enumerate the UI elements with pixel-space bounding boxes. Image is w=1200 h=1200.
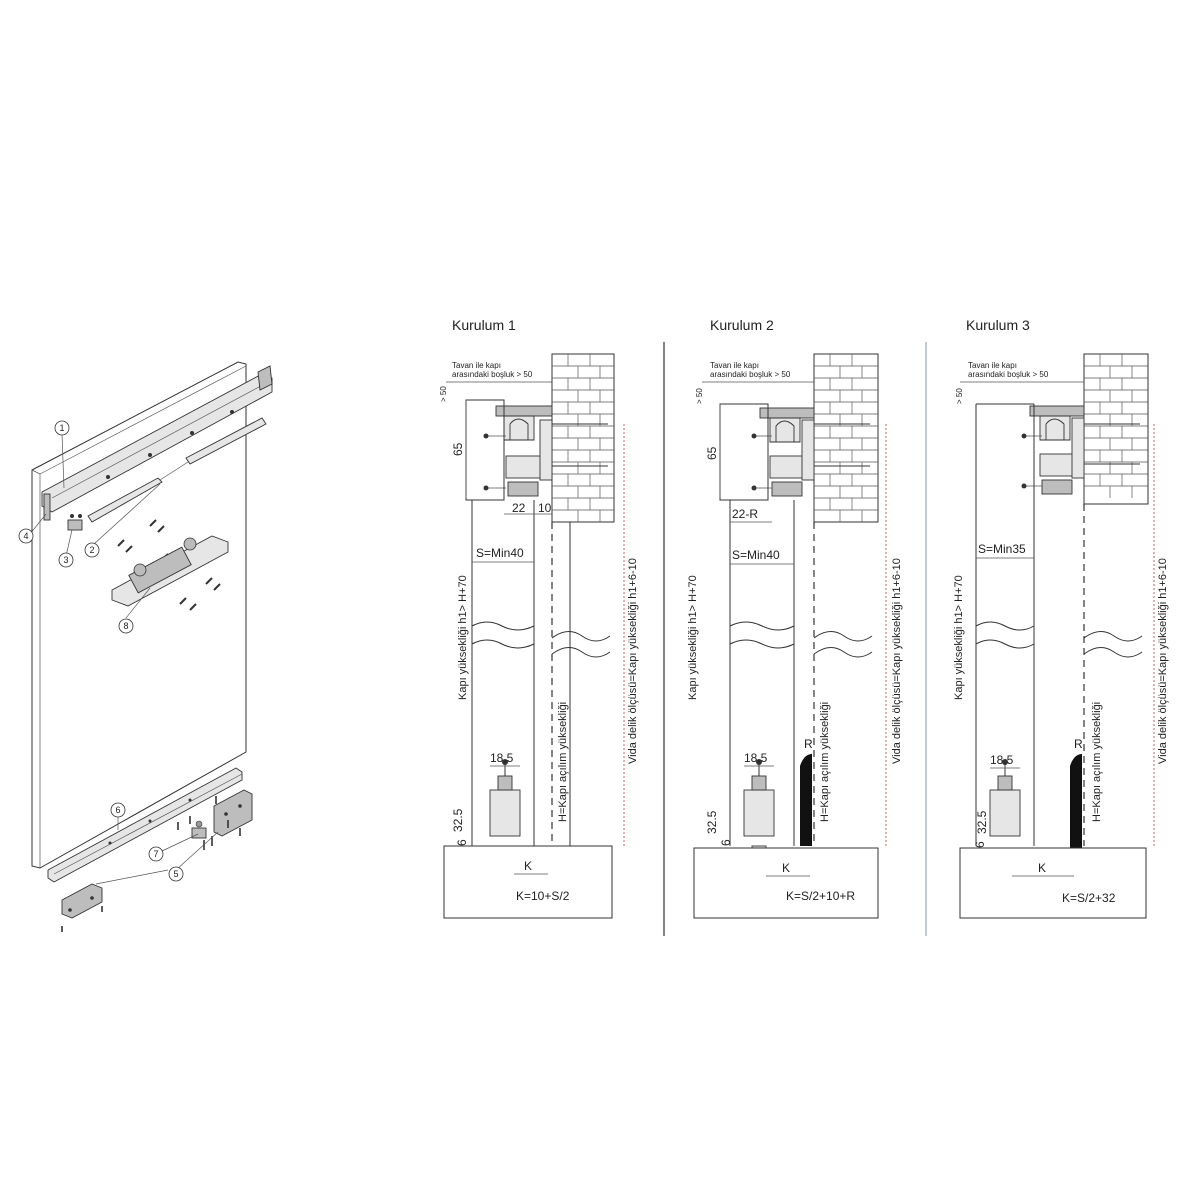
r-label: R <box>1074 737 1083 751</box>
dim-6: 6 <box>455 839 469 846</box>
dim-top-b: 10 <box>538 501 552 515</box>
dim-18-5: 18.5 <box>490 751 514 765</box>
r-label: R <box>804 737 813 751</box>
svg-text:2: 2 <box>89 545 94 555</box>
svg-text:4: 4 <box>23 531 28 541</box>
ceiling-note-line2: arasındaki boşluk > 50 <box>968 370 1049 379</box>
gap-label: > 50 <box>439 386 448 402</box>
dim-18-5: 18.5 <box>744 751 768 765</box>
gap-label: > 50 <box>695 388 704 404</box>
brick-wall <box>551 353 615 523</box>
roller-unit <box>111 535 229 607</box>
svg-text:5: 5 <box>173 869 178 879</box>
panel-title: Kurulum 1 <box>452 317 516 333</box>
ceiling-note-line1: Tavan ile kapı <box>710 361 759 370</box>
gap-label: > 50 <box>955 388 964 404</box>
k-label: K <box>1038 861 1046 875</box>
callout-3: 3 <box>58 552 74 568</box>
callout-7: 7 <box>148 846 164 862</box>
ceiling-note-line2: arasındaki boşluk > 50 <box>452 370 533 379</box>
exploded-door-view: 1 2 3 4 5 6 7 8 <box>18 361 273 932</box>
dim-65: 65 <box>451 442 465 456</box>
k-label: K <box>782 861 790 875</box>
callout-6: 6 <box>110 802 126 818</box>
dim-32-5: 32.5 <box>451 808 465 832</box>
r-seal-strip <box>800 754 812 846</box>
opening-label: H=Kapı açılım yüksekliği <box>557 702 569 822</box>
screw-label: Vida delik ölçüsü=Kapı yüksekliği h1+6-1… <box>1157 558 1169 764</box>
callout-1: 1 <box>54 420 70 436</box>
callout-8: 8 <box>118 618 134 634</box>
ceiling-note-line1: Tavan ile kapı <box>452 361 501 370</box>
top-hardware <box>483 405 608 497</box>
floor-guide-rail <box>47 767 243 883</box>
dim-top-a: 22-R <box>732 507 758 521</box>
screw-label: Vida delik ölçüsü=Kapı yüksekliği h1+6-1… <box>627 558 639 764</box>
dim-6: 6 <box>719 839 733 846</box>
callout-4: 4 <box>18 528 34 544</box>
callout-2: 2 <box>84 542 100 558</box>
svg-text:6: 6 <box>115 805 120 815</box>
dim-18-5: 18.5 <box>990 753 1014 767</box>
callout-5: 5 <box>168 866 184 882</box>
screw-label: Vida delik ölçüsü=Kapı yüksekliği h1+6-1… <box>891 558 903 764</box>
callout-leaders <box>29 433 219 885</box>
opening-label: H=Kapı açılım yüksekliği <box>819 702 831 822</box>
panel-kurulum-2: Kurulum 2 Tavan ile kapı arasındaki boşl… <box>687 317 903 919</box>
panel-kurulum-1: Kurulum 1 Tavan ile kapı arasındaki boşl… <box>439 317 639 919</box>
brick-wall <box>1083 353 1149 505</box>
s-label: S=Min40 <box>476 546 524 560</box>
svg-text:3: 3 <box>63 555 68 565</box>
formula: K=S/2+32 <box>1062 891 1116 905</box>
k-label: K <box>524 859 532 873</box>
panel-kurulum-3: Kurulum 3 Tavan ile kapı arasındaki boşl… <box>953 317 1169 919</box>
floor-guide-front <box>61 883 103 919</box>
panel-title: Kurulum 3 <box>966 317 1030 333</box>
ceiling-note-line2: arasındaki boşluk > 50 <box>710 370 791 379</box>
dim-65: 65 <box>705 446 719 460</box>
floor <box>443 845 613 919</box>
brick-wall <box>813 353 879 523</box>
s-label: S=Min35 <box>978 542 1026 556</box>
floor-stopper <box>191 820 207 839</box>
dim-top-a: 22 <box>512 501 526 515</box>
formula: K=10+S/2 <box>516 889 570 903</box>
door-height-label: Kapı yüksekliği h1> H+70 <box>687 575 699 700</box>
dim-32-5: 32.5 <box>705 810 719 834</box>
dim-6: 6 <box>973 841 987 848</box>
s-label: S=Min40 <box>732 548 780 562</box>
svg-text:7: 7 <box>153 849 158 859</box>
panel-title: Kurulum 2 <box>710 317 774 333</box>
damper-rail <box>87 417 267 523</box>
top-hardware <box>751 407 870 497</box>
stopper <box>67 514 83 531</box>
door-height-label: Kapı yüksekliği h1> H+70 <box>457 575 469 700</box>
r-seal-strip <box>1070 754 1082 848</box>
opening-label: H=Kapı açılım yüksekliği <box>1091 702 1103 822</box>
wall-bracket <box>43 493 51 521</box>
dim-32-5: 32.5 <box>975 810 989 834</box>
ceiling-note-line1: Tavan ile kapı <box>968 361 1017 370</box>
top-hardware <box>1021 405 1140 495</box>
door-height-label: Kapı yüksekliği h1> H+70 <box>953 575 965 700</box>
top-track <box>41 365 273 513</box>
svg-text:8: 8 <box>123 621 128 631</box>
formula: K=S/2+10+R <box>786 889 855 903</box>
svg-text:1: 1 <box>59 423 64 433</box>
floor <box>959 847 1147 919</box>
floor <box>693 847 879 919</box>
floor-guide-back <box>213 789 253 837</box>
